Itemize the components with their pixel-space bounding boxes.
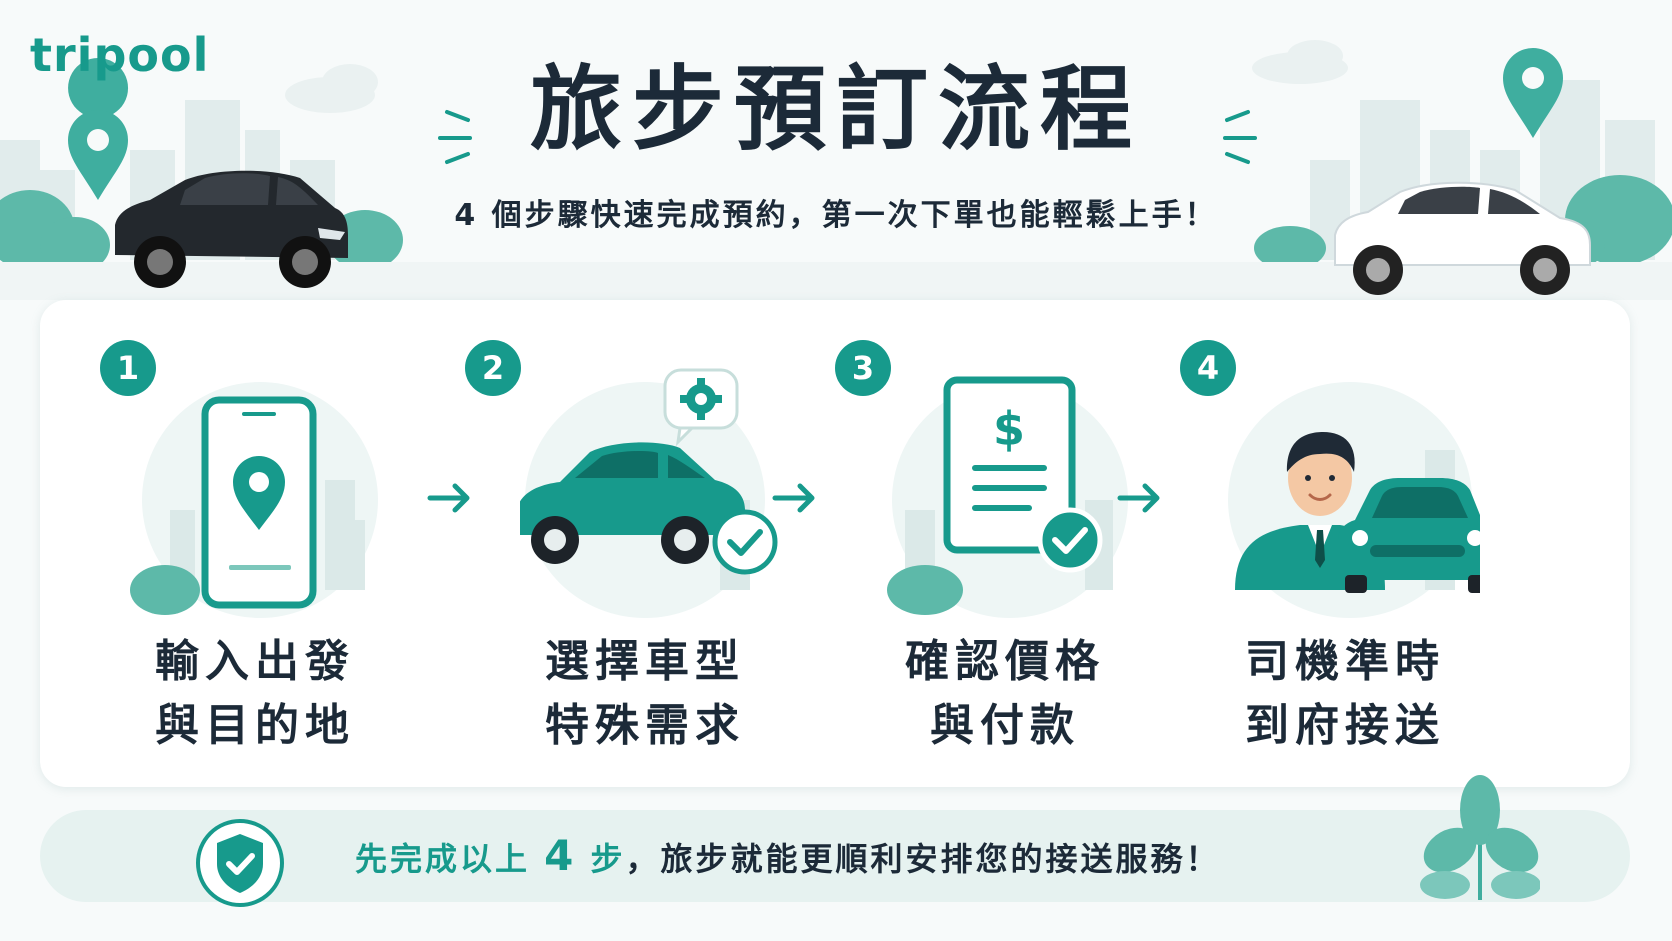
- svg-text:$: $: [993, 402, 1025, 456]
- black-car-illustration: [115, 170, 348, 288]
- city-background: [0, 0, 1672, 300]
- step-number-badge: 4: [1180, 340, 1236, 396]
- car-settings-icon: [520, 368, 778, 618]
- plant-decoration-icon: [1420, 775, 1540, 900]
- invoice-check-icon: $: [887, 376, 1128, 618]
- phone-location-icon: [130, 382, 378, 618]
- step-label: 輸入出發 與目的地: [155, 636, 355, 751]
- banner-message: 先完成以上 4 步，旅步就能更順利安排您的接送服務！: [355, 831, 1221, 880]
- step-1: 1 輸入出發 與目的地: [90, 300, 420, 787]
- white-car-illustration: [1334, 181, 1591, 295]
- step-label: 確認價格 與付款: [905, 636, 1105, 751]
- step-2: 2 選擇車型: [465, 300, 810, 787]
- step-number-badge: 2: [465, 340, 521, 396]
- step-number-badge: 1: [100, 340, 156, 396]
- location-pin-icon: [68, 58, 129, 118]
- step-4: 4: [1180, 300, 1510, 787]
- step-number-badge: 3: [835, 340, 891, 396]
- tripool-logo: tripool: [30, 28, 210, 82]
- shield-check-icon: [196, 819, 284, 907]
- bottom-banner: 先完成以上 4 步，旅步就能更順利安排您的接送服務！: [40, 775, 1630, 907]
- step-3: 3 $ 確認價格 與付款: [835, 300, 1170, 787]
- driver-car-icon: [1228, 382, 1480, 618]
- page-subtitle: 4 個步驟快速完成預約，第一次下單也能輕鬆上手！: [454, 198, 1218, 233]
- step-label: 司機準時 到府接送: [1245, 636, 1445, 751]
- steps-card: 1 輸入出發 與目的地 2: [40, 300, 1630, 787]
- arrow-right-icon: [427, 483, 470, 513]
- arrow-right-icon: [772, 483, 815, 513]
- step-label: 選擇車型 特殊需求: [545, 636, 745, 751]
- page-title: 旅步預訂流程: [529, 56, 1142, 163]
- arrow-right-icon: [1117, 483, 1160, 513]
